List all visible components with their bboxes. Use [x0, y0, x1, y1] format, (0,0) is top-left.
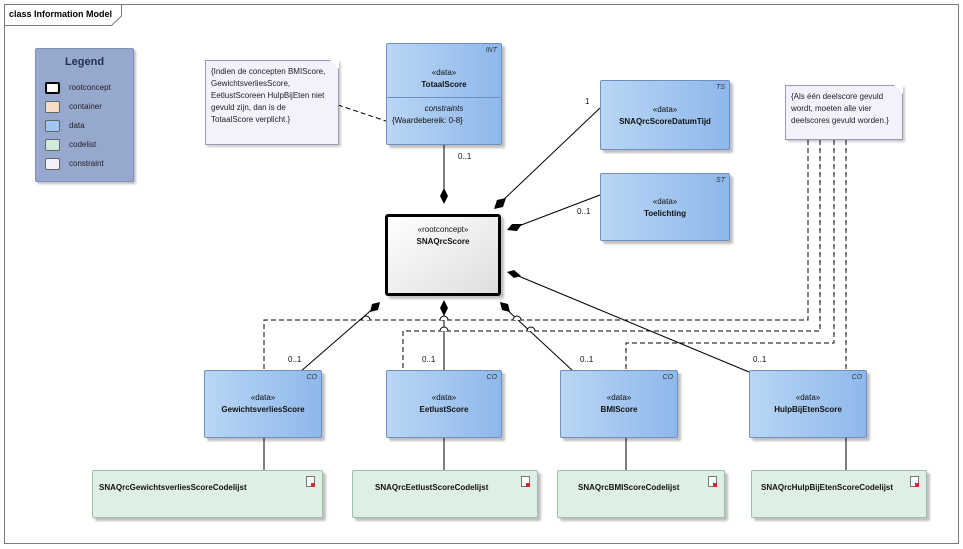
class-hulpbijetenscore[interactable]: CO «data» HulpBijEtenScore — [749, 370, 867, 438]
class-gewichtsverliesscore[interactable]: CO «data» GewichtsverliesScore — [204, 370, 322, 438]
class-toelichting[interactable]: ST «data» Toelichting — [600, 173, 730, 241]
stereotype-label: «data» — [431, 393, 457, 402]
class-name: TotaalScore — [421, 80, 467, 89]
type-tag: INT — [485, 47, 497, 54]
multiplicity-gewichtsverlies: 0..1 — [288, 355, 302, 364]
type-tag: CO — [662, 374, 674, 381]
class-name: SNAQrcScore — [416, 237, 470, 246]
legend-label: rootconcept — [69, 83, 111, 92]
type-tag: CO — [486, 374, 498, 381]
multiplicity-toelichting: 0..1 — [577, 207, 591, 216]
line-hops — [361, 315, 536, 332]
note-link-bmi — [625, 140, 835, 370]
codelist-hulpbijeten[interactable]: SNAQrcHulpBijEtenScoreCodelijst — [751, 470, 927, 518]
stereotype-label: «data» — [652, 105, 678, 114]
codelist-icon — [910, 476, 919, 487]
legend: Legend rootconcept container data codeli… — [35, 48, 134, 182]
composition-diamonds — [370, 188, 522, 316]
note-fold — [330, 60, 339, 69]
class-name: Toelichting — [643, 209, 687, 218]
legend-swatch-data — [45, 120, 60, 132]
codelist-icon — [708, 476, 717, 487]
class-eetlustscore[interactable]: CO «data» EetlustScore — [386, 370, 502, 438]
stereotype-label: «data» — [431, 68, 457, 77]
codelist-name: SNAQrcEetlustScoreCodelijst — [375, 483, 489, 492]
note-text: {Als één deelscore gevuld wordt, moeten … — [791, 92, 889, 125]
codelist-icon — [306, 476, 315, 487]
note-link-gew — [263, 140, 809, 370]
class-name: GewichtsverliesScore — [221, 405, 305, 414]
frame-title-tab — [4, 4, 122, 26]
diagram-frame — [4, 4, 959, 544]
class-name: SNAQrcScoreDatumTijd — [619, 117, 711, 126]
legend-label: codelist — [69, 140, 97, 149]
stereotype-label: «data» — [250, 393, 276, 402]
stereotype-label: «rootconcept» — [417, 225, 469, 234]
constraints-title: constraints — [424, 104, 464, 113]
note-fold — [894, 85, 903, 94]
multiplicity-hulpbijeten: 0..1 — [753, 355, 767, 364]
legend-swatch-codelist — [45, 139, 60, 151]
class-totaalscore[interactable]: INT «data» TotaalScore constraints {Waar… — [386, 43, 502, 145]
note-links — [263, 104, 847, 370]
constraint-note-right[interactable]: {Als één deelscore gevuld wordt, moeten … — [785, 85, 903, 140]
constraint-note-left[interactable]: {Indien de concepten BMIScore, Gewichtsv… — [205, 60, 339, 145]
multiplicity-eetlust: 0..1 — [422, 355, 436, 364]
class-snaqrcscore-root[interactable]: «rootconcept» SNAQrcScore — [385, 214, 501, 296]
codelist-name: SNAQrcHulpBijEtenScoreCodelijst — [761, 483, 894, 492]
codelist-eetlust[interactable]: SNAQrcEetlustScoreCodelijst — [352, 470, 538, 518]
type-tag: TS — [716, 84, 725, 91]
legend-swatch-container — [45, 101, 60, 113]
class-name: BMIScore — [600, 405, 638, 414]
note-text: {Indien de concepten BMIScore, Gewichtsv… — [211, 67, 326, 124]
codelist-gewichtsverlies[interactable]: SNAQrcGewichtsverliesScoreCodelijst — [92, 470, 323, 518]
legend-label: container — [69, 102, 102, 111]
class-bmiscore[interactable]: CO «data» BMIScore — [560, 370, 678, 438]
codelist-bmi[interactable]: SNAQrcBMIScoreCodelijst — [557, 470, 725, 518]
multiplicity-totaalscore: 0..1 — [458, 152, 472, 161]
left-note-link — [337, 104, 387, 122]
legend-label: data — [69, 121, 85, 130]
legend-swatch-constraint — [45, 158, 60, 170]
note-link-eet — [402, 140, 821, 370]
compartment-divider — [387, 97, 501, 98]
class-name: EetlustScore — [419, 405, 469, 414]
codelist-name: SNAQrcGewichtsverliesScoreCodelijst — [99, 483, 247, 492]
multiplicity-datumtijd: 1 — [585, 97, 590, 106]
codelist-name: SNAQrcBMIScoreCodelijst — [578, 483, 680, 492]
multiplicity-bmi: 0..1 — [580, 355, 594, 364]
frame-title: class Information Model — [9, 9, 113, 19]
codelist-icon — [521, 476, 530, 487]
stereotype-label: «data» — [652, 197, 678, 206]
class-name: HulpBijEtenScore — [774, 405, 842, 414]
legend-title: Legend — [64, 56, 105, 68]
type-tag: ST — [716, 177, 725, 184]
class-snaqrcscoredatumtijd[interactable]: TS «data» SNAQrcScoreDatumTijd — [600, 80, 730, 150]
frame-title-holder: class Information Model — [4, 4, 122, 26]
legend-label: constraint — [69, 159, 104, 168]
stereotype-label: «data» — [606, 393, 632, 402]
constraint-value: {Waardebereik: 0-8} — [392, 116, 463, 125]
type-tag: CO — [306, 374, 318, 381]
legend-swatch-rootconcept — [45, 82, 60, 94]
stereotype-label: «data» — [795, 393, 821, 402]
type-tag: CO — [851, 374, 863, 381]
